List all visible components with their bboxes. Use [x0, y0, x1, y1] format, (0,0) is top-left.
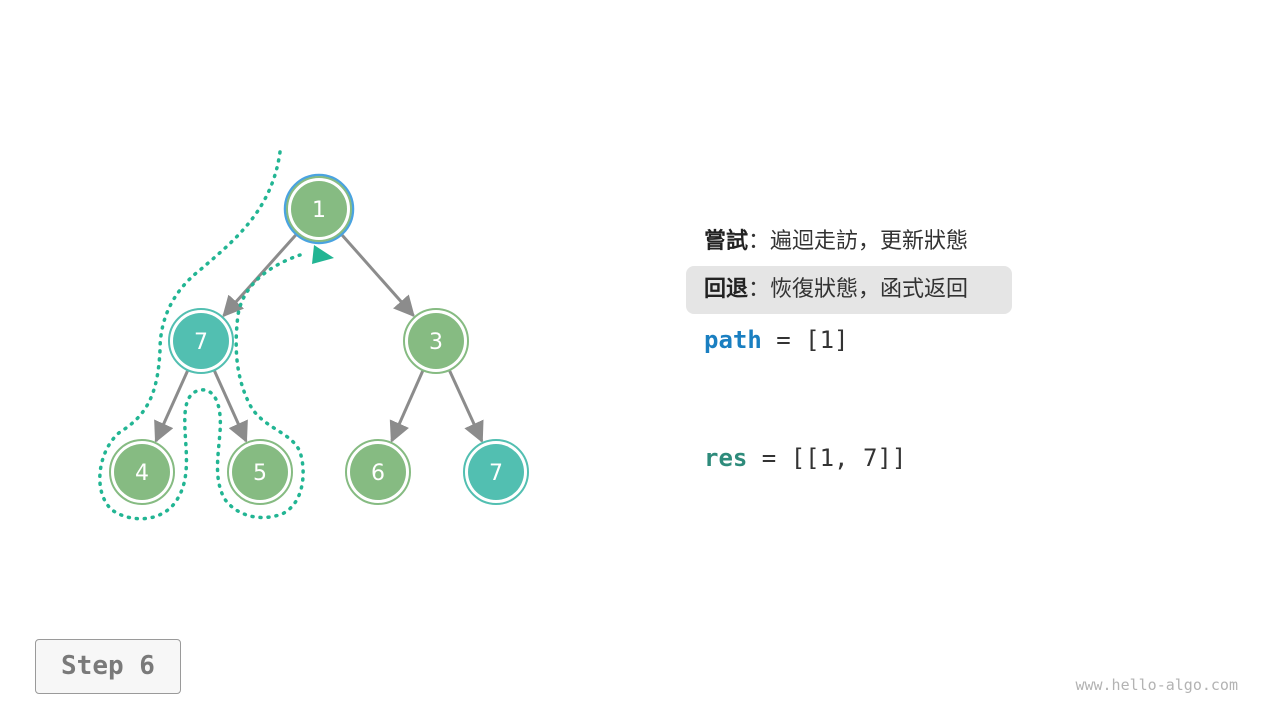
tree-edge: [389, 369, 425, 443]
res-line: res = [[1, 7]]: [704, 444, 906, 472]
legend-attempt: 嘗試：遍迴走訪，更新狀態: [686, 218, 1026, 266]
legend-attempt-key: 嘗試: [704, 229, 749, 254]
tree-node-label: 7: [194, 330, 208, 355]
res-variable: res: [704, 444, 748, 472]
legend: 嘗試：遍迴走訪，更新狀態 回退：恢復狀態，函式返回: [686, 218, 1026, 314]
legend-attempt-text: ：遍迴走訪，更新狀態: [748, 229, 969, 254]
tree-node-label: 7: [489, 461, 503, 486]
tree-node: 4: [109, 439, 175, 505]
watermark: www.hello-algo.com: [1075, 676, 1238, 694]
path-variable: path: [704, 326, 762, 354]
trace-arrowhead-icon: [312, 245, 334, 264]
path-line: path = [1]: [704, 326, 849, 354]
tree-node: 7: [168, 308, 234, 374]
tree-edge: [212, 369, 248, 443]
path-value: = [1]: [761, 326, 849, 354]
tree-node: 1: [283, 173, 355, 245]
tree-edge: [154, 369, 190, 443]
tree-node: 7: [463, 439, 529, 505]
tree-edge: [339, 231, 415, 318]
tree-node-label: 6: [371, 461, 385, 486]
tree-node: 3: [403, 308, 469, 374]
traversal-trace: [98, 150, 305, 521]
tree-node-label: 5: [253, 461, 267, 486]
res-value: = [[1, 7]]: [747, 444, 907, 472]
tree-node-label: 1: [312, 198, 326, 223]
tree-edge: [222, 231, 299, 318]
step-indicator: Step 6: [35, 639, 181, 694]
legend-backtrack: 回退：恢復狀態，函式返回: [686, 266, 1012, 314]
binary-tree-diagram: 1 7 3 4 5 6 7: [98, 150, 529, 521]
tree-node: 5: [227, 439, 293, 505]
tree-node-label: 3: [429, 330, 443, 355]
tree-node-label: 4: [135, 461, 149, 486]
legend-backtrack-key: 回退: [704, 277, 749, 302]
tree-node: 6: [345, 439, 411, 505]
tree-edge: [447, 369, 484, 443]
legend-backtrack-text: ：恢復狀態，函式返回: [748, 277, 969, 302]
